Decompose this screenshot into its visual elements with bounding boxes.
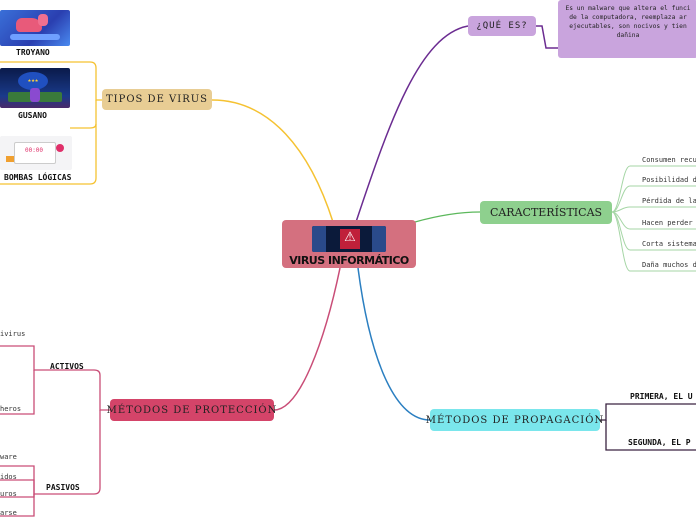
wire-activos-items — [0, 345, 40, 371]
wire-tipos-bracket — [0, 61, 102, 101]
caracteristica-item[interactable]: Posibilidad d — [642, 176, 696, 184]
caracteristica-item[interactable]: Consumen recu — [642, 156, 696, 164]
troyano-image — [0, 10, 70, 46]
wire-pasivos-items — [0, 494, 35, 517]
wire-car-item — [611, 206, 696, 213]
pasivos-item[interactable]: idos — [0, 473, 17, 481]
caracteristicas-label: CARACTERÍSTICAS — [489, 206, 603, 219]
wire-car-item — [611, 165, 696, 213]
wire-prop-item — [605, 420, 696, 451]
proteccion-node[interactable]: MÉTODOS DE PROTECCIÓN — [107, 399, 276, 421]
que-es-description[interactable]: Es un malware que altera el funci de la … — [558, 0, 696, 58]
propagacion-label: MÉTODOS DE PROPAGACIÓN — [425, 414, 605, 426]
que-es-desc-line: ejecutables, son nocivos y tien — [569, 23, 687, 30]
tipos-label: TIPOS DE VIRUS — [105, 94, 209, 105]
wire-car-item — [611, 211, 696, 272]
activos-item[interactable]: ivirus — [0, 330, 26, 338]
pasivos-item[interactable]: arse — [0, 509, 17, 517]
wire-activos-items — [0, 370, 35, 415]
caracteristica-item[interactable]: Pérdida de la — [642, 197, 696, 205]
caracteristica-item[interactable]: Daña muchos d — [642, 261, 696, 269]
propagacion-item[interactable]: SEGUNDA, EL P — [628, 438, 691, 447]
wire-car-item — [611, 185, 696, 213]
troyano-label[interactable]: TROYANO — [16, 48, 50, 57]
propagacion-item[interactable]: PRIMERA, EL U — [630, 392, 693, 401]
proteccion-label: MÉTODOS DE PROTECCIÓN — [106, 404, 278, 416]
pasivos-label[interactable]: PASIVOS — [46, 483, 80, 492]
wire-prot-pasivos — [40, 410, 101, 495]
bombas-logicas-label[interactable]: BOMBAS LÓGICAS — [4, 173, 72, 182]
caracteristicas-node[interactable]: CARACTERÍSTICAS — [480, 201, 612, 224]
wire-tipos — [211, 99, 334, 223]
que-es-desc-line: de la computadora, reemplaza ar — [569, 14, 687, 21]
que-es-label: ¿QUÉ ES? — [476, 21, 528, 31]
que-es-desc-line: Es un malware que altera el funci — [565, 5, 691, 12]
wire-prot-activos — [40, 369, 110, 411]
que-es-desc-line: dañina — [616, 32, 640, 39]
gusano-image: ★★★ — [0, 68, 70, 108]
gusano-label[interactable]: GUSANO — [18, 111, 47, 120]
wire-pasivos-items — [0, 479, 35, 494]
bombas-logicas-image: 00:00 — [0, 136, 72, 170]
pasivos-item[interactable]: uros — [0, 490, 17, 498]
que-es-node[interactable]: ¿QUÉ ES? — [468, 16, 536, 36]
activos-label[interactable]: ACTIVOS — [50, 362, 84, 371]
wire-caracteristicas — [414, 211, 481, 223]
propagacion-node[interactable]: MÉTODOS DE PROPAGACIÓN — [426, 409, 603, 431]
pasivos-item[interactable]: ware — [0, 453, 17, 461]
wire-tipos-bracket — [70, 100, 97, 129]
warning-icon: ⚠ — [344, 230, 356, 245]
wire-proteccion — [273, 267, 341, 411]
central-node[interactable]: ⚠ VIRUS INFORMÁTICO — [282, 220, 416, 268]
wire-propagacion — [357, 267, 431, 421]
activos-item[interactable]: heros — [0, 405, 22, 413]
central-title: VIRUS INFORMÁTICO — [289, 254, 409, 267]
caracteristica-item[interactable]: Corta sistema — [642, 240, 696, 248]
wire-tipos-bracket — [0, 124, 97, 185]
caracteristica-item[interactable]: Hacen perder t — [642, 219, 696, 227]
tipos-node[interactable]: TIPOS DE VIRUS — [102, 89, 212, 110]
wire-que-es — [355, 25, 469, 223]
wire-que-es-desc — [536, 25, 558, 49]
virus-warning-image: ⚠ — [312, 226, 386, 252]
wire-prop-item — [600, 403, 696, 421]
